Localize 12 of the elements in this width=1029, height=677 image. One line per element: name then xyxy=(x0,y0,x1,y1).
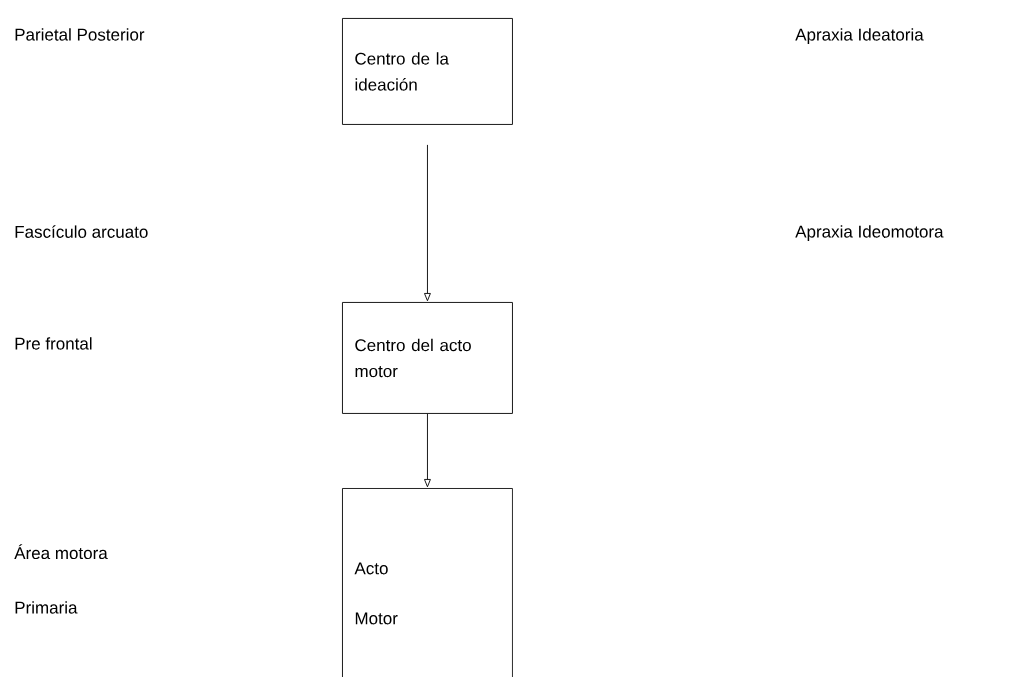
arrow xyxy=(424,413,431,488)
side-label: Área motora xyxy=(14,544,108,560)
side-label: Apraxia Ideomotora xyxy=(795,225,944,242)
process-box: Centro de la ideación xyxy=(342,18,513,125)
side-label: Parietal Posterior xyxy=(15,28,145,41)
side-label: Apraxia Ideatoria xyxy=(795,28,924,45)
side-label: Primaria xyxy=(15,601,78,614)
process-box: Centro del acto motor xyxy=(342,302,513,414)
side-label: Pre frontal xyxy=(15,337,92,350)
side-label: Fascículo arcuato xyxy=(15,225,148,238)
arrow xyxy=(424,144,431,302)
process-box: Acto Motor xyxy=(342,488,513,677)
